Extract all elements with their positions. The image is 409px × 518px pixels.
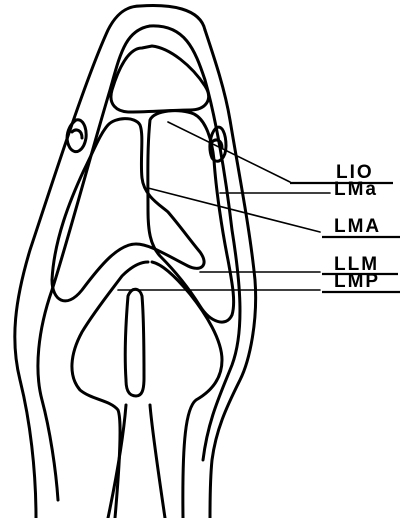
label-lmp: LMP [334, 271, 380, 292]
center-stalk [72, 262, 148, 518]
neck-right [150, 405, 165, 518]
label-lma-upper: LMA [334, 216, 381, 237]
label-lma-lower: LMa [334, 179, 378, 200]
left-eye-inner [72, 130, 82, 138]
top-plate [111, 46, 209, 112]
leader-lio [168, 122, 290, 182]
leader-lma-upper [148, 188, 320, 232]
inner-outline-right [150, 26, 240, 460]
lmp-plate [125, 289, 144, 396]
